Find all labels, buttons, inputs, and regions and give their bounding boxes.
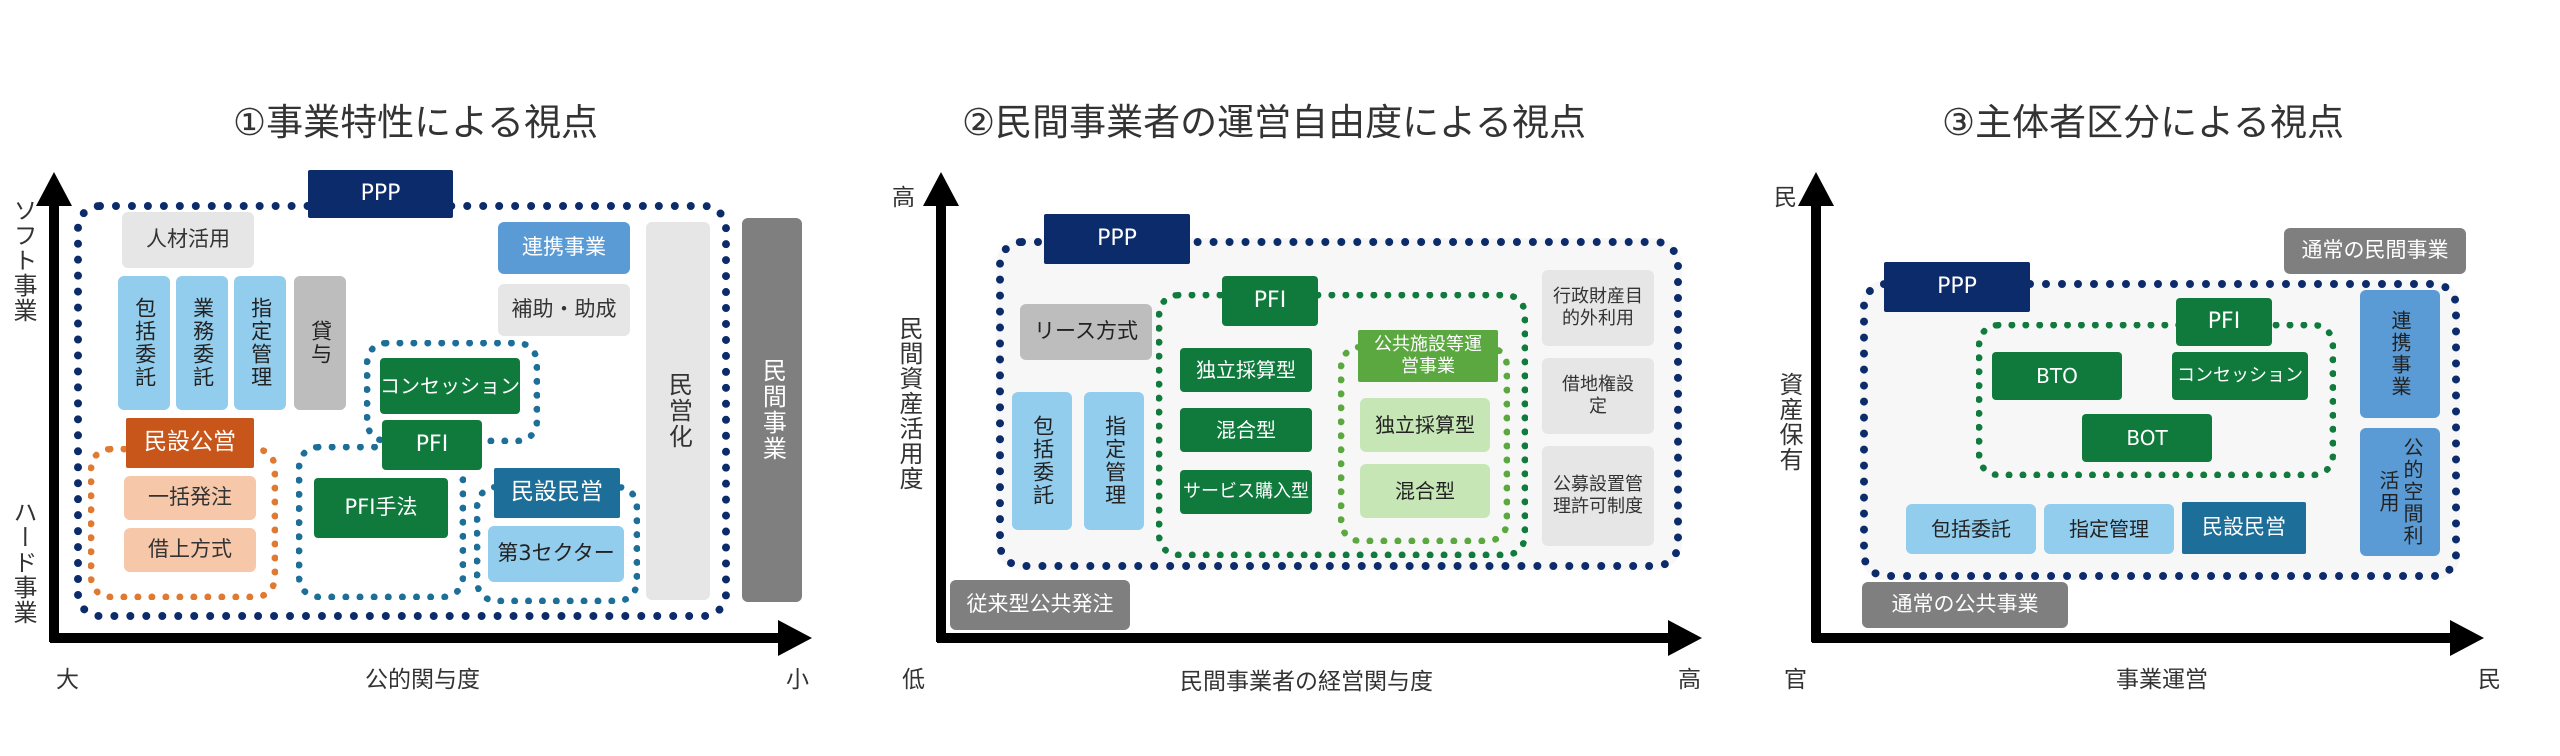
- p2-service: サービス購入型: [1180, 470, 1312, 514]
- p3-pfi-label: PFI: [2176, 298, 2272, 346]
- p2-y-arrowhead: [923, 172, 959, 206]
- p1-x-left-label: 大: [56, 667, 79, 693]
- panel3-title: ③主体者区分による視点: [1942, 101, 2345, 144]
- p3-renkei: 連携事業: [2360, 290, 2440, 418]
- p2-gyosei: 行政財産目的外利用: [1542, 270, 1654, 346]
- p2-y-center-label: 民間資産活用度: [895, 316, 923, 491]
- p1-x-right-label: 小: [786, 667, 809, 693]
- p1-y-arrowhead: [36, 172, 72, 206]
- p1-minsetsu-kouei: 民設公営: [126, 418, 254, 468]
- p2-x-center-label: 民間事業者の経営関与度: [1180, 669, 1433, 695]
- p2-y-top-label: 高: [892, 185, 915, 211]
- p3-x-arrowhead: [2450, 620, 2484, 656]
- p1-hokatsu: 包括委託: [118, 276, 170, 410]
- p2-x-right-label: 高: [1678, 667, 1701, 693]
- p2-kongo2: 混合型: [1360, 464, 1490, 518]
- p1-ppp-label: PPP: [308, 170, 453, 218]
- p3-bot: BOT: [2082, 414, 2212, 462]
- p1-y-bottom-label: ハード事業: [9, 500, 37, 625]
- p2-hokatsu: 包括委託: [1012, 392, 1072, 530]
- panel2-title: ②民間事業者の運営自由度による視点: [962, 101, 1587, 144]
- p2-pfi-region: [1156, 292, 1528, 558]
- p1-pfi-shuho: PFI手法: [314, 478, 448, 538]
- p3-tsujo-koukyou: 通常の公共事業: [1862, 582, 2068, 628]
- p2-dokuritsu2: 独立採算型: [1360, 398, 1490, 452]
- p1-shakujo: 借上方式: [124, 528, 256, 572]
- p3-y-center-label: 資産保有: [1775, 372, 1803, 472]
- p3-x-left-label: 官: [1784, 667, 1807, 693]
- p1-ikkatsu: 一括発注: [124, 476, 256, 520]
- p3-ppp-label: PPP: [1884, 262, 2030, 312]
- p2-koukyou-shisetsu: 公共施設等運営事業: [1358, 330, 1498, 382]
- p1-y-top-label: ソフト事業: [9, 198, 37, 323]
- p3-bto: BTO: [1992, 352, 2122, 400]
- p3-tsujo-minkan: 通常の民間事業: [2284, 228, 2466, 274]
- p1-dai3: 第3セクター: [488, 526, 624, 582]
- p1-minkan-jigyo: 民間事業: [742, 218, 802, 602]
- p2-juraigata: 従来型公共発注: [950, 580, 1130, 630]
- p1-hojo: 補助・助成: [498, 284, 630, 336]
- panel1-title: ①事業特性による視点: [233, 101, 599, 144]
- p1-minei: 民営化: [646, 222, 710, 600]
- p2-pfi-label: PFI: [1222, 276, 1318, 326]
- p1-minsetsu-minei: 民設民営: [494, 468, 620, 518]
- p1-pfi-label: PFI: [382, 420, 482, 470]
- p2-kongo: 混合型: [1180, 408, 1312, 452]
- p3-koteki: 公的空間利活用: [2360, 428, 2440, 556]
- p3-x-center-label: 事業運営: [2116, 667, 2208, 693]
- p2-lease: リース方式: [1020, 304, 1152, 360]
- p3-pfi-region: [1976, 322, 2336, 478]
- p1-jinzai: 人材活用: [122, 212, 254, 268]
- p1-minsetsu-kouei-region: [88, 446, 278, 600]
- p1-x-center-label: 公的関与度: [365, 667, 480, 693]
- p3-y-arrowhead: [1798, 172, 1834, 206]
- p1-renkei: 連携事業: [498, 222, 630, 274]
- p1-kashiyo: 貸与: [294, 276, 346, 410]
- p2-shakuchi: 借地権設定: [1542, 358, 1654, 434]
- p2-koubo: 公募設置管理許可制度: [1542, 446, 1654, 546]
- p1-concession: コンセッション: [380, 358, 520, 414]
- p1-pfi-region: [296, 444, 466, 600]
- p3-concession: コンセッション: [2172, 352, 2308, 400]
- p3-y-top-label: 民: [1774, 185, 1797, 211]
- p1-gyomu: 業務委託: [176, 276, 228, 410]
- p1-shitei: 指定管理: [234, 276, 286, 410]
- p3-hokatsu: 包括委託: [1906, 504, 2036, 554]
- p1-x-arrowhead: [778, 620, 812, 656]
- p2-dokuritsu: 独立採算型: [1180, 348, 1312, 392]
- p2-shitei: 指定管理: [1084, 392, 1144, 530]
- p2-x-left-label: 低: [902, 667, 925, 693]
- p3-minsetsu-minei: 民設民営: [2182, 502, 2306, 554]
- p3-shitei: 指定管理: [2044, 504, 2174, 554]
- p3-x-right-label: 民: [2478, 667, 2501, 693]
- p2-x-arrowhead: [1668, 620, 1702, 656]
- p2-ppp-label: PPP: [1044, 214, 1190, 264]
